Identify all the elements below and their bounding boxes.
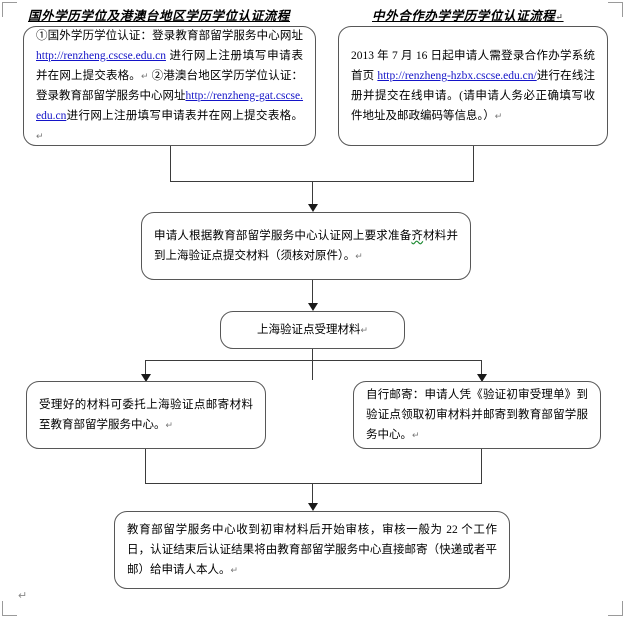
connector-entrust-down — [145, 449, 146, 483]
review-result-box: 教育部留学服务中心收到初审材料后开始审核，审核一般为 22 个工作日，认证结束后… — [114, 511, 510, 589]
joint-program-text: 2013 年 7 月 16 日起申请人需登录合作办学系统首页 http://re… — [351, 46, 595, 126]
connector-split-right-down — [481, 360, 482, 377]
overseas-line1-suffix: 进行网上注册填写申请表并在网上提交表格。 — [36, 50, 303, 82]
connector-split-horizontal — [145, 360, 481, 361]
connector-joint-down — [473, 146, 474, 181]
arrowhead-to-prepare — [308, 204, 318, 212]
arrowhead-to-review — [308, 503, 318, 511]
joint-prefix: 2013 年 7 月 16 日起申请人需登录合作办学系统首页 — [351, 50, 595, 82]
review-result-end-mark: ↵ — [230, 565, 239, 575]
right-flow-title: 中外合作办学学历学位认证流程↵ — [372, 5, 564, 24]
arrowhead-to-entrust — [141, 374, 151, 382]
shanghai-accept-end-mark: ↵ — [360, 325, 369, 335]
gat-line2-end-mark: ↵ — [36, 131, 44, 141]
overseas-line1-prefix: ①国外学历学位认证：登录教育部留学服务中心网址 — [36, 30, 303, 42]
page-corner-mark-bottom-left — [2, 601, 17, 616]
prepare-text-a: 申请人根据教育部留学服务中心认证网上要求准备 — [154, 230, 412, 242]
gat-registration-link[interactable]: http://renzheng-gat.cscse.edu.cn — [36, 90, 304, 122]
connector-overseas-down — [170, 146, 171, 181]
entrust-mail-label: 受理好的材料可委托上海验证点邮寄材料至教育部留学服务中心。 — [39, 399, 253, 431]
overseas-line1-end-mark: ↵ — [140, 71, 149, 81]
gat-line2-prefix: ②港澳台地区学历学位认证：登录教育部留学服务中心网址 — [36, 70, 304, 102]
connector-prepare-to-accept — [312, 280, 313, 305]
shanghai-accept-text: 上海验证点受理材料↵ — [233, 320, 392, 340]
overseas-degree-box: ①国外学历学位认证：登录教育部留学服务中心网址 http://renzheng.… — [23, 26, 316, 146]
joint-end-mark: ↵ — [494, 111, 503, 121]
entrust-mail-text: 受理好的材料可委托上海验证点邮寄材料至教育部留学服务中心。↵ — [39, 395, 253, 435]
self-mail-end-mark: ↵ — [412, 430, 420, 440]
joint-program-box: 2013 年 7 月 16 日起申请人需登录合作办学系统首页 http://re… — [338, 26, 608, 146]
left-flow-title: 国外学历学位及港澳台地区学历学位认证流程 — [28, 5, 290, 24]
entrust-mail-end-mark: ↵ — [165, 420, 174, 430]
connector-self-mail-down — [481, 449, 482, 483]
self-mail-box: 自行邮寄：申请人凭《验证初审受理单》到验证点领取初审材料并邮寄到教育部留学服务中… — [353, 381, 601, 449]
joint-program-link[interactable]: http://renzheng-hzbx.cscse.edu.cn/ — [377, 70, 537, 82]
connector-merge2-down — [312, 483, 313, 505]
right-flow-title-end-mark: ↵ — [555, 12, 564, 22]
overseas-degree-text: ①国外学历学位认证：登录教育部留学服务中心网址 http://renzheng.… — [36, 26, 303, 146]
connector-split-left-down — [145, 360, 146, 377]
page-corner-mark-top-left — [2, 2, 17, 17]
review-result-label: 教育部留学服务中心收到初审材料后开始审核，审核一般为 22 个工作日，认证结束后… — [127, 524, 497, 576]
prepare-end-mark: ↵ — [355, 251, 363, 261]
prepare-materials-box: 申请人根据教育部留学服务中心认证网上要求准备齐材料并到上海验证点提交材料（须核对… — [141, 212, 471, 280]
overseas-registration-link[interactable]: http://renzheng.cscse.edu.cn — [36, 50, 166, 62]
connector-merge2-horizontal — [145, 483, 482, 484]
paragraph-mark: ↵ — [18, 590, 28, 602]
prepare-text-squiggle: 齐 — [411, 230, 424, 242]
connector-accept-down — [312, 349, 313, 380]
gat-line2-suffix: 进行网上注册填写申请表并在网上提交表格。 — [66, 110, 303, 122]
shanghai-accept-label: 上海验证点受理材料 — [256, 324, 361, 336]
left-flow-title-text: 国外学历学位及港澳台地区学历学位认证流程 — [28, 9, 291, 23]
arrowhead-to-accept — [308, 303, 318, 311]
connector-merge-down — [312, 181, 313, 206]
right-flow-title-text: 中外合作办学学历学位认证流程 — [372, 9, 556, 23]
entrust-mail-box: 受理好的材料可委托上海验证点邮寄材料至教育部留学服务中心。↵ — [26, 381, 266, 449]
shanghai-accept-box: 上海验证点受理材料↵ — [220, 311, 405, 349]
arrowhead-to-self-mail — [477, 374, 487, 382]
self-mail-text: 自行邮寄：申请人凭《验证初审受理单》到验证点领取初审材料并邮寄到教育部留学服务中… — [366, 385, 588, 445]
connector-merge-horizontal — [170, 181, 474, 182]
self-mail-label: 自行邮寄：申请人凭《验证初审受理单》到验证点领取初审材料并邮寄到教育部留学服务中… — [366, 389, 588, 441]
prepare-text-b: 材料并到上海验证点提交材料（须核对原件）。 — [154, 230, 459, 262]
review-result-text: 教育部留学服务中心收到初审材料后开始审核，审核一般为 22 个工作日，认证结束后… — [127, 520, 497, 580]
joint-suffix: 进行在线注册并提交在线申请。(请申请人务必正确填写收件地址及邮政编码等信息。） — [351, 70, 596, 122]
page-corner-mark-top-right — [608, 2, 623, 17]
prepare-materials-text: 申请人根据教育部留学服务中心认证网上要求准备齐材料并到上海验证点提交材料（须核对… — [154, 226, 458, 266]
page-corner-mark-bottom-right — [608, 601, 623, 616]
